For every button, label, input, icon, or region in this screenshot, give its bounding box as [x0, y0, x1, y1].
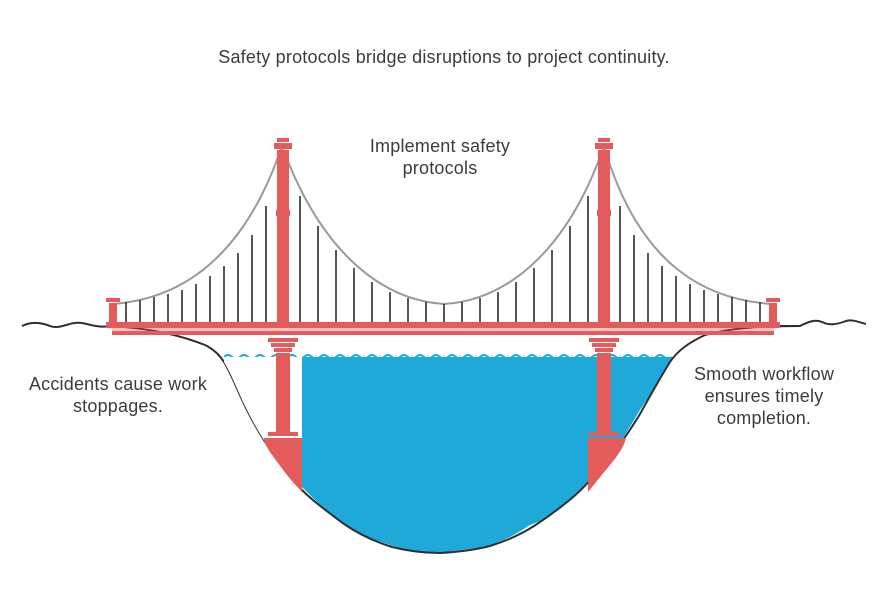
- left-tower: [264, 138, 302, 492]
- hangers: [125, 196, 761, 322]
- main-cable-right: [603, 145, 773, 305]
- diagram-title: Safety protocols bridge disruptions to p…: [218, 47, 670, 67]
- main-cable-left: [111, 145, 283, 305]
- right-end-pier: [766, 298, 780, 323]
- river-water: [224, 357, 672, 553]
- left-end-pier: [106, 298, 120, 323]
- canyon-outline: [109, 325, 801, 555]
- bridge-deck: [106, 322, 780, 335]
- left-label: Accidents cause work stoppages.: [28, 374, 208, 416]
- right-tower: [588, 138, 626, 492]
- right-label: Smooth workflow ensures timely completio…: [693, 364, 835, 428]
- top-label: Implement safety protocols: [369, 136, 511, 178]
